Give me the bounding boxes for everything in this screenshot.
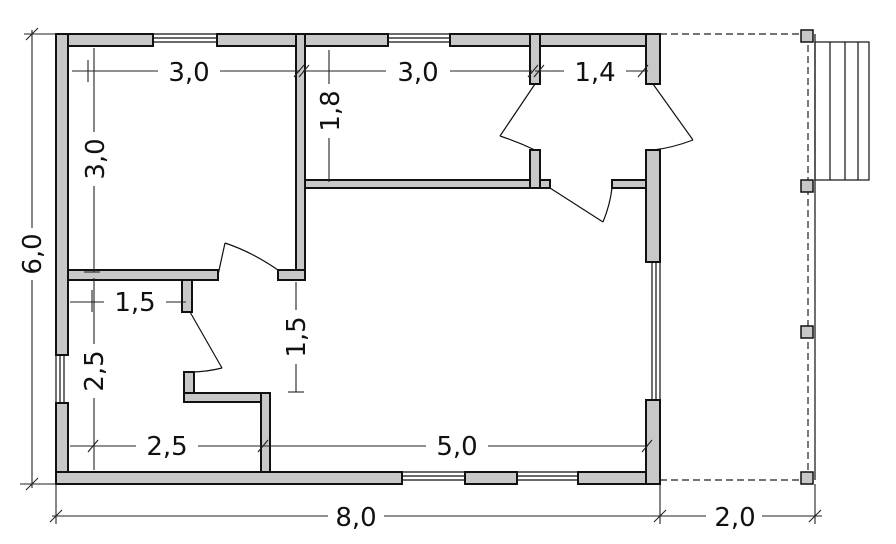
room-3-width-label: 1,4 [574,58,615,88]
room-1-depth-label: 3,0 [81,138,111,179]
room-5-width-label: 2,5 [146,432,187,462]
room-2-width-label: 3,0 [397,58,438,88]
room-4-width-label: 1,5 [114,288,155,318]
walls [55,33,661,485]
room-6-width-label: 5,0 [436,432,477,462]
doors [189,83,694,373]
overall-width-label: 6,0 [18,233,48,274]
room-1-width-label: 3,0 [168,58,209,88]
entrance-steps [814,41,870,181]
room-4-depth-label: 2,5 [80,350,110,391]
room-dimensions [70,48,653,470]
overall-length-label: 8,0 [335,503,376,533]
room-6-depth-label: 1,5 [282,316,312,357]
terrace-depth-label: 2,0 [714,503,755,533]
overall-dimensions [18,27,822,532]
dimension-labels: 6,0 8,0 2,0 3,0 3,0 1,4 3,0 1,8 1,5 2,5 … [18,58,756,533]
room-2-depth-label: 1,8 [316,90,346,131]
terrace [660,29,816,485]
windows [55,33,661,481]
